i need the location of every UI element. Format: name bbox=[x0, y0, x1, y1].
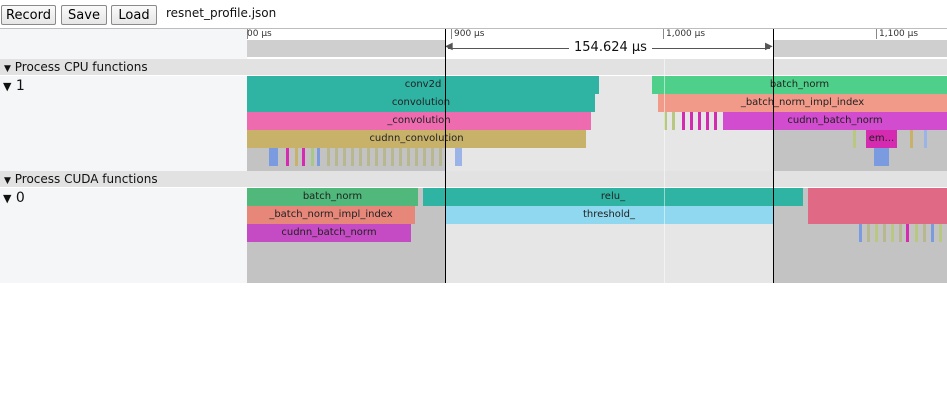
kernel-tick[interactable] bbox=[672, 112, 675, 130]
time-ruler[interactable]: 00 µs 900 µs 1,000 µs 1,100 µs bbox=[247, 29, 947, 40]
slice-batch-norm-impl-index[interactable]: _batch_norm_impl_index bbox=[658, 94, 947, 112]
kernel-tick[interactable] bbox=[923, 224, 926, 242]
cuda-thread-gutter: ▼ 0 bbox=[0, 188, 247, 283]
kernel-tick[interactable] bbox=[399, 148, 402, 166]
ruler-label-1100: 1,100 µs bbox=[879, 29, 919, 39]
slice-batch-norm-right[interactable] bbox=[808, 188, 947, 224]
slice-relu[interactable]: relu_ bbox=[423, 188, 803, 206]
kernel-tick[interactable] bbox=[698, 112, 701, 130]
kernel-tick[interactable] bbox=[367, 148, 370, 166]
slice-batch-norm[interactable]: batch_norm bbox=[247, 188, 418, 206]
kernel-tick[interactable] bbox=[874, 148, 889, 166]
process-cpu-header[interactable]: ▼ Process CPU functions bbox=[0, 59, 947, 75]
kernel-tick[interactable] bbox=[423, 148, 426, 166]
process-cpu-label: ▼ Process CPU functions bbox=[4, 60, 148, 74]
selection-end-line[interactable] bbox=[773, 29, 774, 283]
kernel-tick[interactable] bbox=[415, 148, 418, 166]
kernel-tick[interactable] bbox=[286, 148, 289, 166]
kernel-tick[interactable] bbox=[899, 224, 902, 242]
kernel-tick[interactable] bbox=[867, 224, 870, 242]
load-button[interactable]: Load bbox=[111, 5, 157, 25]
record-button[interactable]: Record bbox=[1, 5, 56, 25]
kernel-tick[interactable] bbox=[706, 112, 709, 130]
kernel-tick[interactable] bbox=[439, 148, 442, 166]
kernel-tick[interactable] bbox=[351, 148, 354, 166]
cpu-thread-label[interactable]: ▼ 1 bbox=[3, 78, 25, 94]
kernel-tick[interactable] bbox=[327, 148, 330, 166]
kernel-tick[interactable] bbox=[853, 130, 856, 148]
expand-toggle-icon[interactable]: ▼ bbox=[4, 64, 11, 74]
ruler-tick bbox=[663, 29, 664, 39]
slice-cudnn-batch-norm[interactable]: cudnn_batch_norm bbox=[247, 224, 411, 242]
ruler-tick bbox=[876, 29, 877, 39]
slice-conv2d[interactable]: conv2d bbox=[247, 76, 599, 94]
thread-toggle-icon[interactable]: ▼ bbox=[3, 80, 12, 93]
kernel-tick[interactable] bbox=[431, 148, 434, 166]
file-name: resnet_profile.json bbox=[166, 6, 277, 20]
slice-em[interactable]: em... bbox=[866, 130, 897, 148]
kernel-tick[interactable] bbox=[690, 112, 693, 130]
measure-duration: 154.624 µs bbox=[569, 40, 652, 55]
measure-right-arrow-icon: ▶ bbox=[765, 41, 773, 52]
cuda-thread-label[interactable]: ▼ 0 bbox=[3, 190, 25, 206]
slice-threshold[interactable]: threshold_ bbox=[445, 206, 773, 224]
kernel-tick[interactable] bbox=[317, 148, 320, 166]
expand-toggle-icon[interactable]: ▼ bbox=[4, 176, 11, 186]
measurement-band: ◀ ▶ 154.624 µs bbox=[247, 40, 947, 57]
process-cpu-title: Process CPU functions bbox=[14, 60, 148, 74]
kernel-tick[interactable] bbox=[859, 224, 862, 242]
kernel-tick[interactable] bbox=[335, 148, 338, 166]
kernel-tick[interactable] bbox=[295, 148, 298, 166]
process-cuda-label: ▼ Process CUDA functions bbox=[4, 172, 158, 186]
kernel-tick[interactable] bbox=[375, 148, 378, 166]
cuda-thread-track[interactable]: batch_norm relu_ _batch_norm_impl_index … bbox=[247, 188, 947, 283]
kernel-tick[interactable] bbox=[924, 130, 927, 148]
toolbar-divider bbox=[0, 28, 947, 29]
slice-underscore-convolution[interactable]: _convolution bbox=[247, 112, 591, 130]
kernel-tick[interactable] bbox=[939, 224, 942, 242]
ruler-tick bbox=[247, 29, 248, 39]
ruler-label-800: 00 µs bbox=[247, 29, 272, 39]
slice-convolution[interactable]: convolution bbox=[247, 94, 595, 112]
process-cuda-header[interactable]: ▼ Process CUDA functions bbox=[0, 171, 947, 187]
ruler-label-1000: 1,000 µs bbox=[666, 29, 706, 39]
kernel-tick[interactable] bbox=[891, 224, 894, 242]
selection-start-line[interactable] bbox=[445, 29, 446, 283]
kernel-tick[interactable] bbox=[714, 112, 717, 130]
kernel-tick[interactable] bbox=[359, 148, 362, 166]
kernel-tick[interactable] bbox=[311, 148, 314, 166]
kernel-tick[interactable] bbox=[302, 148, 305, 166]
kernel-tick[interactable] bbox=[269, 148, 278, 166]
label-gutter bbox=[0, 29, 247, 59]
kernel-tick[interactable] bbox=[383, 148, 386, 166]
kernel-tick[interactable] bbox=[407, 148, 410, 166]
slice-batch-norm-impl-index[interactable]: _batch_norm_impl_index bbox=[247, 206, 415, 224]
kernel-tick[interactable] bbox=[391, 148, 394, 166]
kernel-tick[interactable] bbox=[906, 224, 909, 242]
kernel-tick[interactable] bbox=[664, 112, 667, 130]
cpu-thread-track[interactable]: conv2d batch_norm convolution _batch_nor… bbox=[247, 76, 947, 172]
thread-toggle-icon[interactable]: ▼ bbox=[3, 192, 12, 205]
kernel-tick[interactable] bbox=[931, 224, 934, 242]
kernel-tick[interactable] bbox=[682, 112, 685, 130]
slice-cudnn-convolution[interactable]: cudnn_convolution bbox=[247, 130, 586, 148]
kernel-tick[interactable] bbox=[910, 130, 913, 148]
kernel-tick[interactable] bbox=[915, 224, 918, 242]
ruler-label-900: 900 µs bbox=[454, 29, 485, 39]
gridline bbox=[664, 57, 665, 283]
cpu-thread-gutter: ▼ 1 bbox=[0, 76, 247, 172]
slice-cudnn-batch-norm[interactable]: cudnn_batch_norm bbox=[723, 112, 947, 130]
kernel-tick[interactable] bbox=[343, 148, 346, 166]
kernel-tick[interactable] bbox=[883, 224, 886, 242]
process-cuda-title: Process CUDA functions bbox=[14, 172, 158, 186]
slice-batch-norm[interactable]: batch_norm bbox=[652, 76, 947, 94]
save-button[interactable]: Save bbox=[61, 5, 107, 25]
kernel-tick[interactable] bbox=[875, 224, 878, 242]
measure-left-arrow-icon: ◀ bbox=[445, 41, 453, 52]
ruler-tick bbox=[451, 29, 452, 39]
kernel-tick[interactable] bbox=[455, 148, 462, 166]
